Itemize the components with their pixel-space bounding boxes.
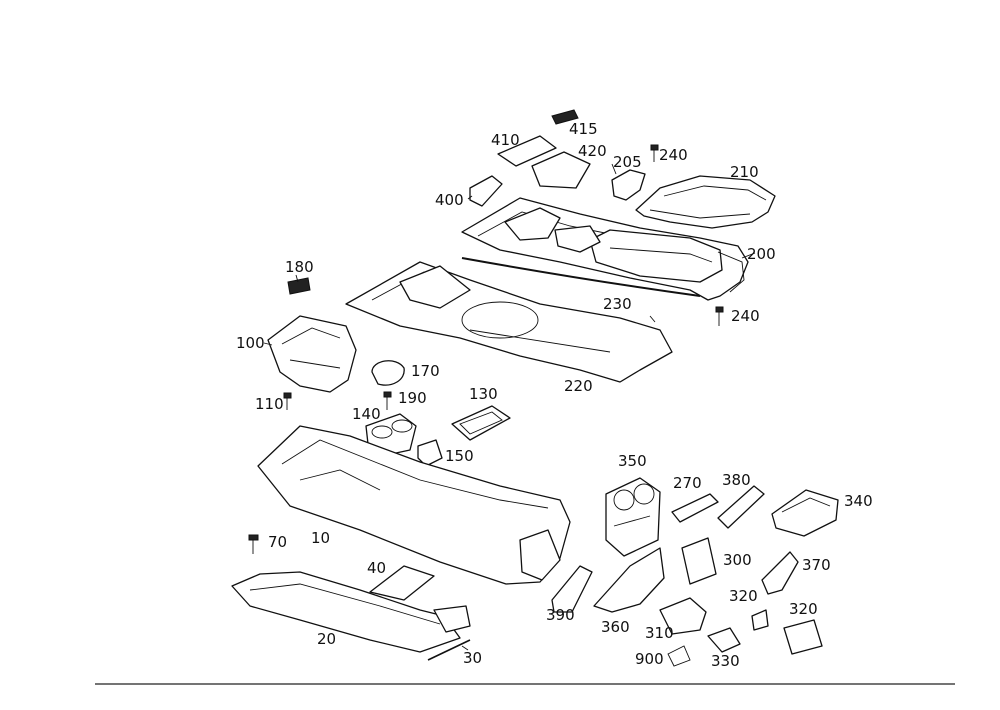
bracket-150 xyxy=(417,439,443,467)
label-350: 350 xyxy=(618,452,647,470)
label-210: 210 xyxy=(730,163,759,181)
frame-380 xyxy=(717,485,765,529)
label-310: 310 xyxy=(645,624,674,642)
cupholder-insert-130 xyxy=(451,405,511,441)
label-40: 40 xyxy=(367,559,386,577)
label-100: 100 xyxy=(236,334,265,352)
switch-180 xyxy=(287,277,311,295)
label-240-top: 240 xyxy=(659,146,688,164)
label-340: 340 xyxy=(844,492,873,510)
label-390: 390 xyxy=(546,606,575,624)
mat-420 xyxy=(531,151,591,189)
screw-70 xyxy=(248,534,259,554)
label-415: 415 xyxy=(569,120,598,138)
screw-190 xyxy=(383,391,392,410)
label-205: 205 xyxy=(613,153,642,171)
label-400: 400 xyxy=(435,191,464,209)
pad-410 xyxy=(497,135,557,167)
trim-360 xyxy=(593,547,665,613)
label-150: 150 xyxy=(445,447,474,465)
label-70: 70 xyxy=(268,533,287,551)
label-300: 300 xyxy=(723,551,752,569)
label-20: 20 xyxy=(317,630,336,648)
label-30: 30 xyxy=(463,649,482,667)
label-320-b: 320 xyxy=(789,600,818,618)
connector-330 xyxy=(707,627,741,653)
label-200: 200 xyxy=(747,245,776,263)
label-170: 170 xyxy=(411,362,440,380)
socket-320-a xyxy=(751,609,769,631)
mat-40 xyxy=(369,565,435,601)
screw-240-top xyxy=(650,144,659,162)
cover-370 xyxy=(761,551,799,595)
label-380: 380 xyxy=(722,471,751,489)
switch-panel-300 xyxy=(681,537,717,585)
label-270: 270 xyxy=(673,474,702,492)
part-labels: 410 415 420 205 240 210 400 200 180 230 … xyxy=(236,120,873,670)
bracket-30 xyxy=(427,639,471,661)
rear-console-cover-part xyxy=(461,197,749,301)
switch-310 xyxy=(659,597,707,635)
label-410: 410 xyxy=(491,131,520,149)
knob-170 xyxy=(371,360,405,386)
label-130: 130 xyxy=(469,385,498,403)
front-module-100 xyxy=(267,315,357,393)
center-console-body-10 xyxy=(257,425,571,585)
unit-340 xyxy=(771,489,839,537)
badge-415 xyxy=(551,109,579,125)
trim-piece-205 xyxy=(611,169,646,201)
label-370: 370 xyxy=(802,556,831,574)
label-230: 230 xyxy=(603,295,632,313)
air-duct-20 xyxy=(231,571,471,653)
trim-strip-230 xyxy=(461,257,701,297)
label-190: 190 xyxy=(398,389,427,407)
screw-240-side xyxy=(715,306,724,326)
label-420: 420 xyxy=(578,142,607,160)
label-10: 10 xyxy=(311,529,330,547)
leader-lines xyxy=(263,163,756,651)
trim-390 xyxy=(551,565,593,613)
label-220: 220 xyxy=(564,377,593,395)
socket-320-b xyxy=(783,619,823,655)
bezel-350 xyxy=(605,477,661,557)
label-320-a: 320 xyxy=(729,587,758,605)
screw-110 xyxy=(283,392,292,410)
label-240-side: 240 xyxy=(731,307,760,325)
cover-400 xyxy=(469,175,503,207)
label-360: 360 xyxy=(601,618,630,636)
label-330: 330 xyxy=(711,652,740,670)
armrest-lid-part xyxy=(635,175,776,229)
label-110: 110 xyxy=(255,395,284,413)
label-180: 180 xyxy=(285,258,314,276)
center-trim-frame-220 xyxy=(345,261,673,383)
cable-900 xyxy=(667,645,691,667)
trim-270 xyxy=(671,493,719,523)
label-900: 900 xyxy=(635,650,664,668)
label-140: 140 xyxy=(352,405,381,423)
